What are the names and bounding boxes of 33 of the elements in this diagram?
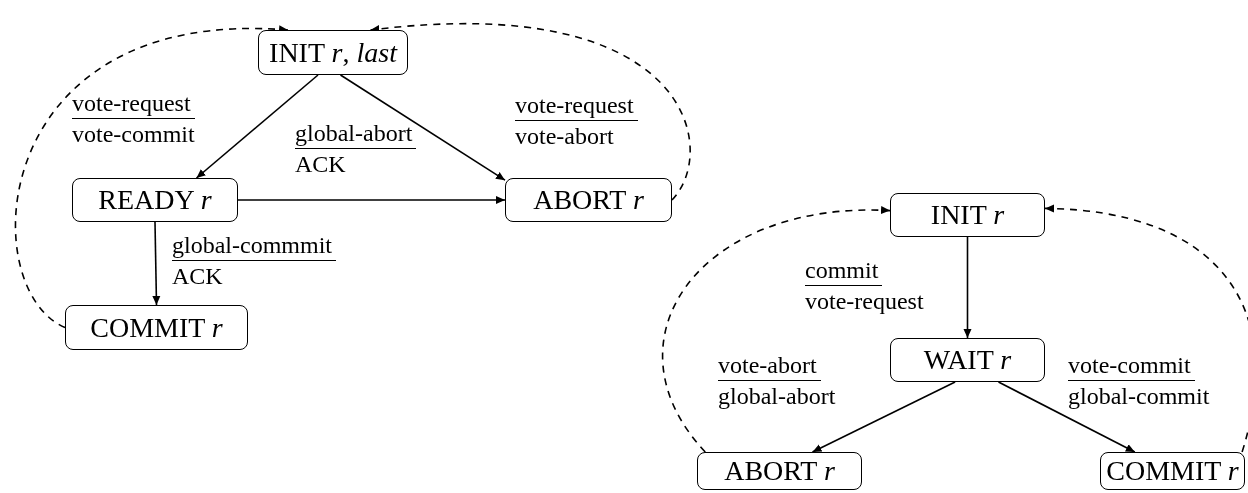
state-box: INIT r, last (258, 30, 408, 75)
state-box: INIT r (890, 193, 1045, 237)
arrow (811, 381, 956, 453)
state-box: READY r (72, 178, 238, 222)
arrow (152, 221, 161, 306)
arrow (963, 236, 972, 339)
edge-label: vote-commit (1068, 350, 1195, 381)
edge-label: global-abort (295, 118, 417, 149)
arrow (195, 74, 319, 179)
dashed-arrow (14, 26, 289, 329)
edge-label: vote-request (515, 90, 638, 121)
state-box: COMMIT r (65, 305, 248, 350)
edge-label: vote-request (72, 88, 195, 119)
dashed-arrow (1044, 204, 1248, 453)
edge-label: global-commit (1068, 382, 1210, 411)
edge-label: vote-abort (515, 122, 614, 151)
arrow (339, 74, 506, 181)
state-box: COMMIT r (1100, 452, 1245, 490)
state-box: ABORT r (697, 452, 862, 490)
dashed-arrow (369, 23, 691, 201)
arrow (997, 381, 1136, 453)
edge-label: ACK (172, 262, 223, 291)
edge-label: global-abort (718, 382, 836, 411)
state-box: WAIT r (890, 338, 1045, 382)
dashed-arrow (662, 206, 891, 453)
edge-label: vote-commit (72, 120, 195, 149)
arrow (237, 196, 506, 204)
edge-label: commit (805, 255, 883, 286)
state-box: ABORT r (505, 178, 672, 222)
edge-label: ACK (295, 150, 346, 179)
edge-label: vote-abort (718, 350, 821, 381)
edge-label: vote-request (805, 287, 924, 316)
edge-label: global-commmit (172, 230, 336, 261)
